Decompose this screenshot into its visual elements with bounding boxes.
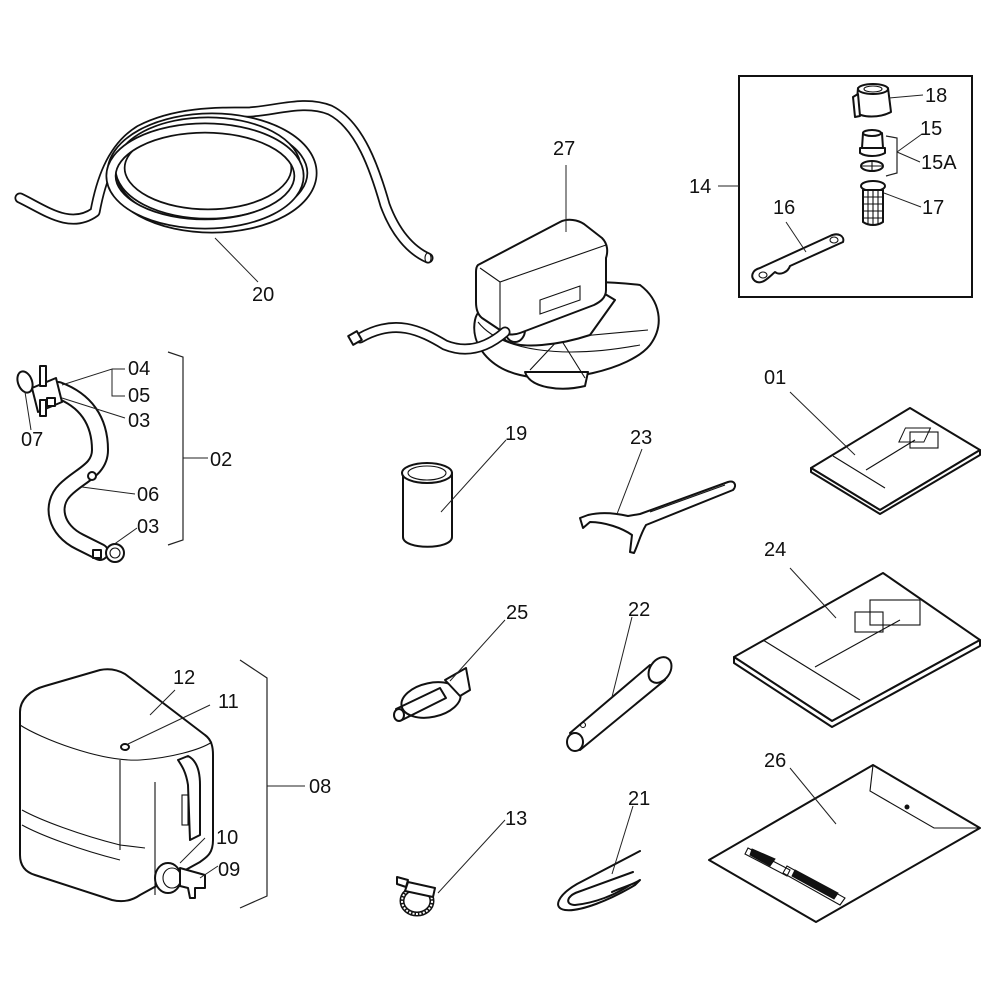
- part-12-tank-body[interactable]: [19, 668, 214, 903]
- label-03a: 03: [128, 410, 150, 432]
- part-15a-disc[interactable]: [860, 160, 884, 172]
- label-17: 17: [922, 197, 944, 219]
- label-18: 18: [925, 85, 947, 107]
- part-01-booklet[interactable]: [810, 407, 981, 515]
- label-21: 21: [628, 788, 650, 810]
- part-09-tap[interactable]: [179, 867, 206, 899]
- part-21-r-clip[interactable]: [557, 850, 641, 912]
- part-04-05-tee-fitting[interactable]: [31, 365, 63, 417]
- part-25-lynch-pin[interactable]: [393, 667, 471, 723]
- part-17-filter[interactable]: [860, 180, 886, 226]
- part-26-envelope[interactable]: [708, 764, 981, 923]
- part-13-hose-clamp[interactable]: [396, 876, 436, 917]
- label-19: 19: [505, 423, 527, 445]
- label-12: 12: [173, 667, 195, 689]
- group-14-nozzle-kit[interactable]: 14 18 15 15A 17: [689, 75, 973, 298]
- label-10: 10: [216, 827, 238, 849]
- label-25: 25: [506, 602, 528, 624]
- part-20-hose[interactable]: [14, 100, 434, 264]
- label-27: 27: [553, 138, 575, 160]
- label-03b: 03: [137, 516, 159, 538]
- label-06: 06: [137, 484, 159, 506]
- label-23: 23: [630, 427, 652, 449]
- label-16: 16: [773, 197, 795, 219]
- label-09: 09: [218, 859, 240, 881]
- logo-mark: [744, 847, 846, 906]
- part-18-nozzle-cap[interactable]: [852, 83, 892, 118]
- label-15a: 15A: [921, 152, 957, 174]
- label-01: 01: [764, 367, 786, 389]
- part-19-sleeve[interactable]: [401, 462, 453, 548]
- part-03-clamp-bottom[interactable]: [92, 543, 125, 563]
- label-11: 11: [218, 691, 239, 713]
- part-03-clamp-top[interactable]: [46, 397, 56, 407]
- label-24: 24: [764, 539, 786, 561]
- part-22-clevis-pin[interactable]: [566, 653, 676, 752]
- part-11-vent-cap[interactable]: [120, 743, 130, 751]
- label-22: 22: [628, 599, 650, 621]
- part-06-hose[interactable]: [47, 381, 109, 561]
- label-05: 05: [128, 385, 150, 407]
- label-14: 14: [689, 176, 711, 198]
- part-16-wrench[interactable]: [751, 233, 845, 284]
- label-04: 04: [128, 358, 150, 380]
- part-15-nozzle[interactable]: [859, 129, 886, 157]
- part-24-manual[interactable]: [733, 572, 981, 728]
- label-13: 13: [505, 808, 527, 830]
- part-10-tap-nut[interactable]: [154, 862, 182, 894]
- group-02-hose-assembly[interactable]: 02 04 05 03 07 06: [15, 351, 233, 563]
- group-08-water-tank[interactable]: 08 12 11 10 09: [19, 659, 331, 909]
- label-20: 20: [252, 284, 274, 306]
- label-08: 08: [309, 776, 331, 798]
- label-02: 02: [210, 449, 232, 471]
- label-07: 07: [21, 429, 43, 451]
- label-26: 26: [764, 750, 786, 772]
- label-15: 15: [920, 118, 942, 140]
- part-07-o-ring[interactable]: [15, 369, 36, 394]
- part-23-spanner[interactable]: [579, 480, 737, 554]
- part-27-pump[interactable]: [347, 218, 660, 390]
